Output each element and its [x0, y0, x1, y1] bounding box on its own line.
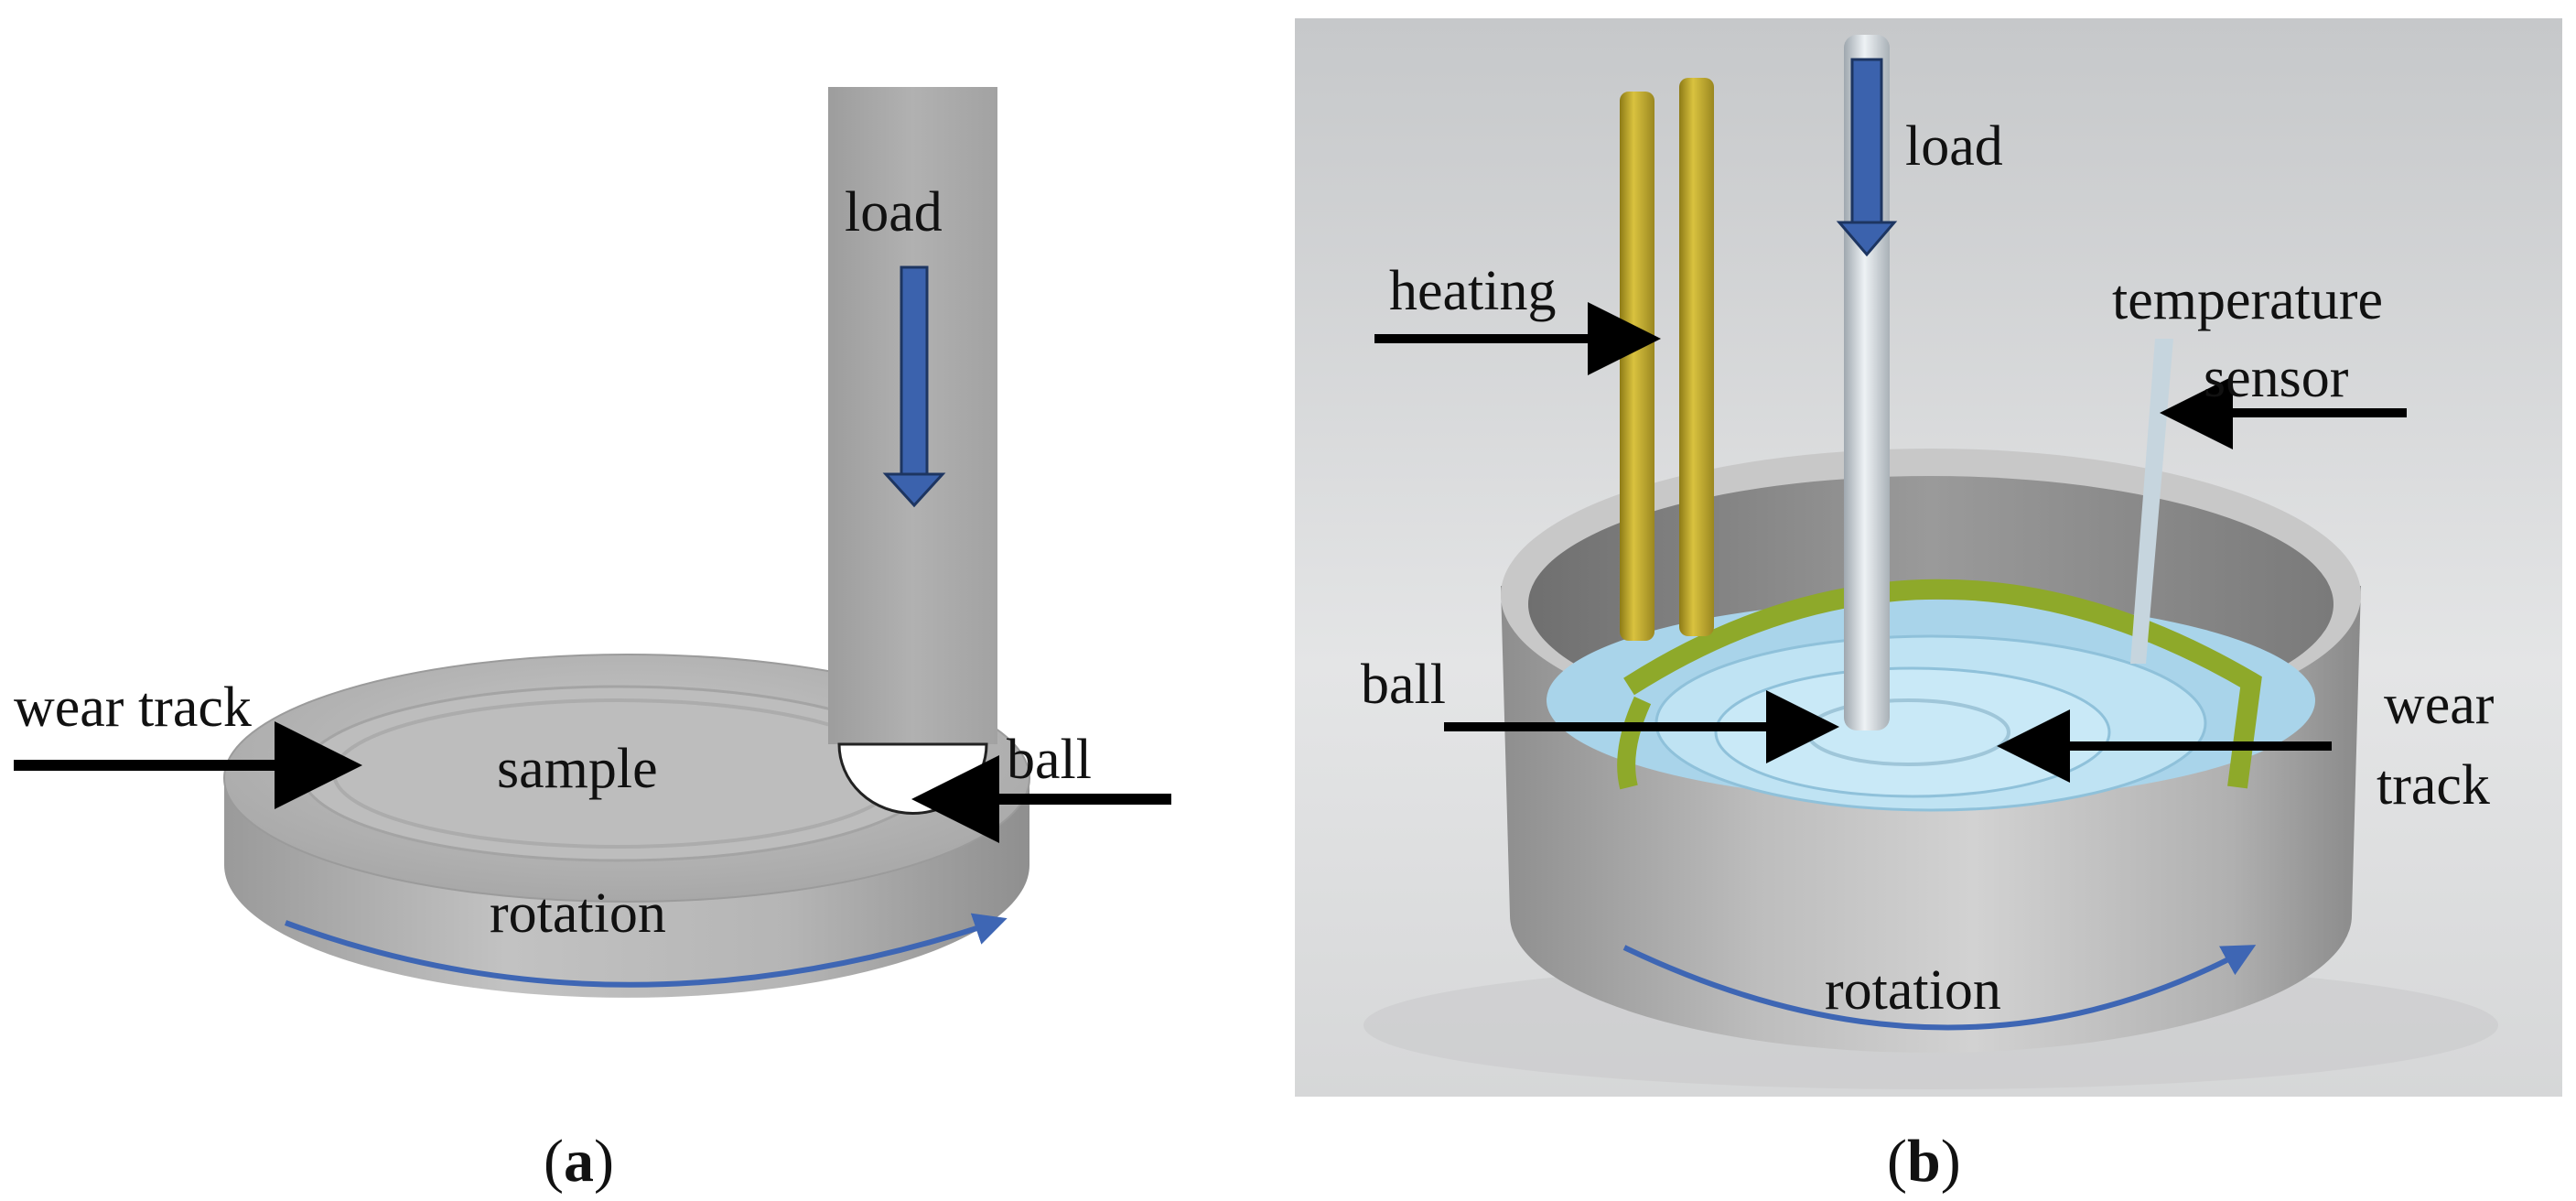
label-sensor: sensor	[2204, 347, 2349, 409]
rotation-arrow	[284, 913, 1008, 988]
label-wear-track-a: wear track	[14, 676, 252, 739]
heater-ring	[1623, 579, 2262, 789]
caption-b: (b)	[1887, 1128, 1961, 1195]
caption-a: (a)	[544, 1128, 614, 1195]
heating-rod-1	[1620, 92, 1654, 641]
label-ball-b: ball	[1361, 654, 1446, 716]
label-temperature: temperature	[2112, 269, 2383, 331]
label-heating: heating	[1389, 260, 1557, 322]
load-arrow-b	[1836, 58, 1898, 257]
label-wear-b: wear	[2384, 674, 2495, 736]
label-rotation-a: rotation	[490, 882, 666, 945]
label-load-b: load	[1905, 115, 2003, 178]
label-rotation-b: rotation	[1825, 959, 2001, 1022]
panel-a: load wear track sample ball rotation (a)	[14, 87, 1171, 1195]
load-arrow	[882, 265, 946, 508]
label-track-b: track	[2377, 754, 2490, 817]
heating-rod-2	[1679, 78, 1714, 636]
rotation-arrow-b	[1622, 945, 2257, 1031]
label-load-a: load	[845, 181, 943, 243]
label-ball-a: ball	[1007, 729, 1092, 791]
label-sample: sample	[497, 738, 658, 800]
heater-ring-left-end	[1617, 696, 1652, 790]
panel-b: load heating temperature sensor ball wea…	[1295, 18, 2562, 1195]
